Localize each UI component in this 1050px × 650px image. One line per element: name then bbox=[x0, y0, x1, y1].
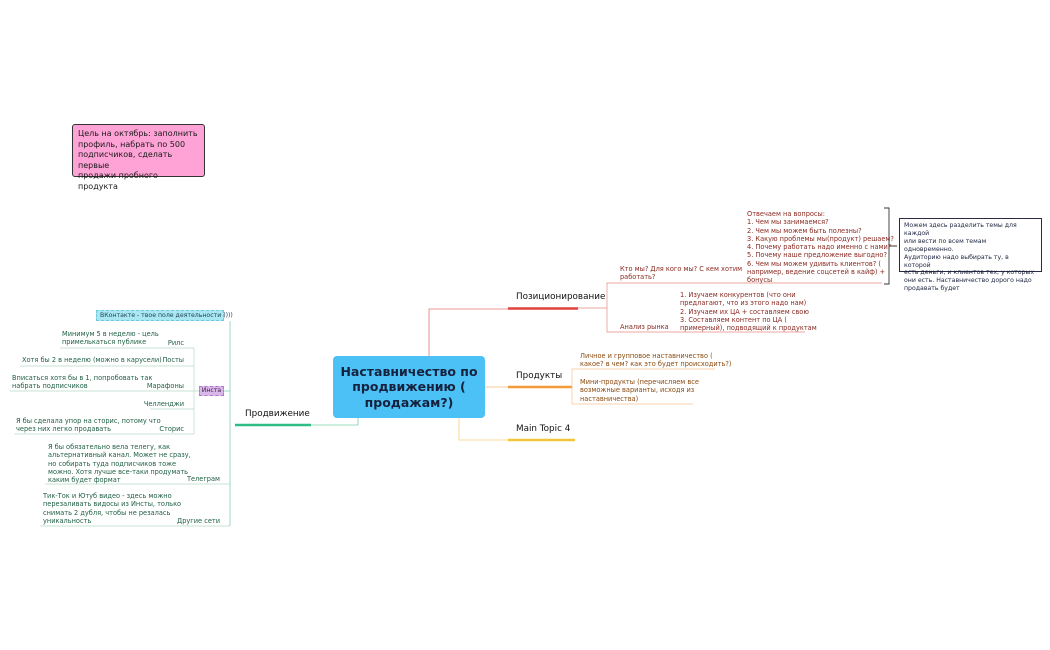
telegram-label[interactable]: Телеграм bbox=[186, 475, 220, 483]
product-item-mentoring[interactable]: Личное и групповое наставничество ( како… bbox=[580, 352, 732, 369]
insta-stories-label[interactable]: Сторис bbox=[159, 425, 184, 433]
connector-insta-items bbox=[10, 347, 199, 435]
other-networks-label[interactable]: Другие сети bbox=[177, 517, 220, 525]
positioning-market-label[interactable]: Анализ рынка bbox=[620, 323, 669, 331]
insta-challenges-label[interactable]: Челленджи bbox=[143, 400, 184, 408]
insta-posts-label[interactable]: Посты bbox=[162, 356, 184, 364]
october-goal-note[interactable]: Цель на октябрь: заполнить профиль, набр… bbox=[72, 124, 205, 191]
connector-positioning-who bbox=[578, 282, 882, 309]
connector-positioning-market bbox=[606, 308, 805, 333]
positioning-who-label[interactable]: Кто мы? Для кого мы? С кем хотим работат… bbox=[620, 265, 743, 282]
central-topic[interactable]: Наставничество по продвижению ( продажам… bbox=[333, 356, 485, 418]
insta-topic[interactable]: Инста bbox=[199, 386, 224, 396]
connector-promotion bbox=[311, 418, 359, 426]
positioning-market-detail[interactable]: 1. Изучаем конкурентов (что они предлага… bbox=[680, 291, 817, 333]
insta-reels-note[interactable]: Минимум 5 в неделю - цель примелькаться … bbox=[62, 330, 159, 347]
insta-reels-label[interactable]: Рилс bbox=[167, 339, 184, 347]
positioning-summary-note[interactable]: Можем здесь разделить темы для каждой ил… bbox=[899, 218, 1042, 292]
main-topic-products[interactable]: Продукты bbox=[516, 371, 563, 381]
insta-posts-note[interactable]: Хотя бы 2 в неделю (можно в карусели) bbox=[22, 356, 162, 364]
summary-bracket bbox=[884, 207, 897, 285]
main-topic-positioning[interactable]: Позиционирование bbox=[516, 292, 606, 302]
insta-stories-note[interactable]: Я бы сделала упор на сторис, потому что … bbox=[16, 417, 161, 434]
telegram-note[interactable]: Я бы обязательно вела телегу, как альтер… bbox=[48, 443, 191, 485]
insta-marathons-note[interactable]: Вписаться хотя бы в 1, попробовать так н… bbox=[12, 374, 153, 391]
connector-main-topic-4 bbox=[458, 418, 508, 441]
connector-products-items bbox=[571, 368, 715, 405]
connector-positioning bbox=[428, 308, 508, 356]
positioning-who-answers[interactable]: Отвечаем на вопросы: 1. Чем мы занимаемс… bbox=[747, 210, 894, 285]
main-topic-promotion[interactable]: Продвижение bbox=[245, 409, 310, 419]
vk-note[interactable]: ВКонтакте - твое поле деятельности )))) bbox=[96, 310, 233, 321]
other-networks-note[interactable]: Тик-Ток и Ютуб видео - здесь можно перез… bbox=[43, 492, 182, 525]
insta-marathons-label[interactable]: Марафоны bbox=[146, 382, 184, 390]
main-topic-4[interactable]: Main Topic 4 bbox=[516, 424, 571, 434]
product-item-mini[interactable]: Мини-продукты (перечисляем все возможные… bbox=[580, 378, 699, 403]
